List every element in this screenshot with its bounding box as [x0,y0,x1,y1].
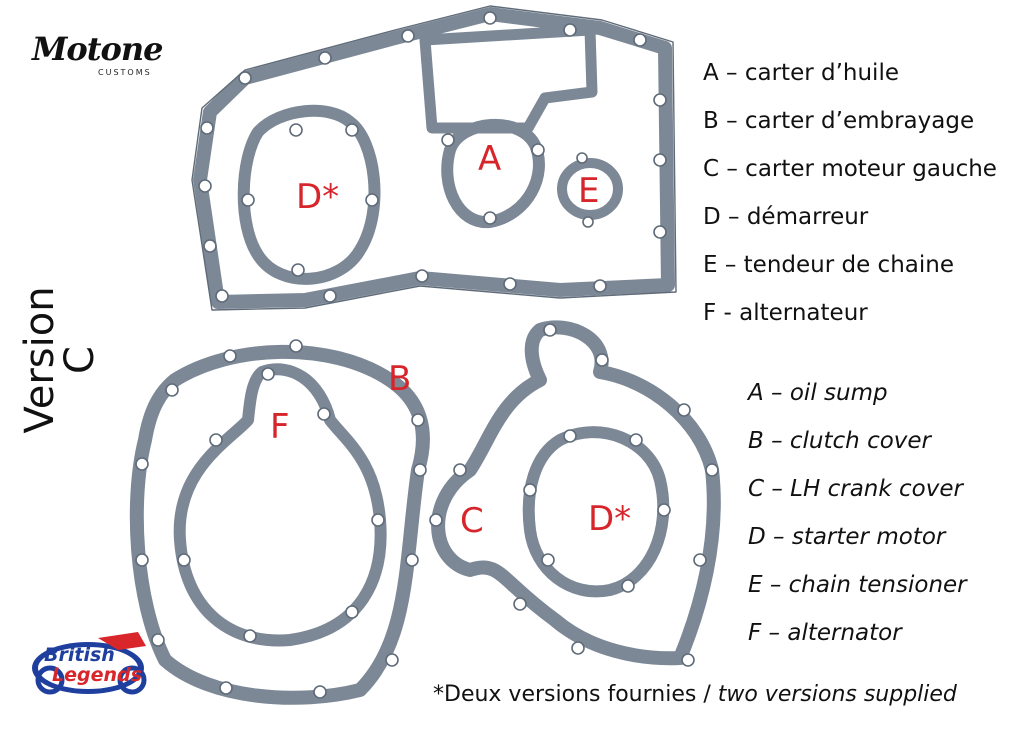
motone-logo-script: Motone [32,30,164,68]
version-label: Version C [17,286,103,434]
callout-b: B [388,359,412,399]
callout-d-top: D* [296,177,340,217]
legend-fr-item: F - alternateur [703,300,868,326]
footnote-fr: *Deux versions fournies / [433,682,718,707]
legend-en-item: C – LH crank cover [748,476,963,502]
footnote: *Deux versions fournies / two versions s… [433,682,957,707]
legend-en-item: A – oil sump [748,380,888,406]
callout-a: A [478,139,502,179]
gasket-alternator [173,363,387,647]
gasket-crank-cover [429,320,721,667]
british-legends-line2: Legends [52,664,142,686]
gasket-starter-bottom [522,426,671,598]
legend-fr-item: E – tendeur de chaine [703,252,954,278]
legend-fr-item: B – carter d’embrayage [703,108,975,134]
callout-f: F [270,407,290,447]
british-legends-line1: British [44,644,115,666]
legend-french: A – carter d’huile B – carter d’embrayag… [703,58,997,346]
gasket-starter-top [237,104,381,285]
british-legends-badge [32,632,147,695]
callout-c: C [460,501,484,541]
british-legends-logo: British Legends [28,628,154,700]
callout-e: E [578,171,600,211]
footnote-en: two versions supplied [717,682,957,707]
legend-en-item: F – alternator [748,620,902,646]
legend-en-item: B – clutch cover [748,428,932,454]
legend-fr-item: C – carter moteur gauche [703,156,997,182]
legend-english: A – oil sump B – clutch cover C – LH cra… [748,378,967,666]
motone-logo: Motone CUSTOMS [24,28,164,80]
legend-fr-item: A – carter d’huile [703,60,899,86]
legend-fr-item: D – démarreur [703,204,869,230]
gasket-oil-sump [191,5,677,311]
legend-en-item: E – chain tensioner [748,572,967,598]
gasket-tensioner [557,152,623,228]
gasket-ring-a [441,119,545,229]
legend-en-item: D – starter motor [748,524,946,550]
callout-d-bottom: D* [588,499,632,539]
gasket-clutch-cover [129,339,430,705]
motone-logo-sub: CUSTOMS [98,68,152,77]
